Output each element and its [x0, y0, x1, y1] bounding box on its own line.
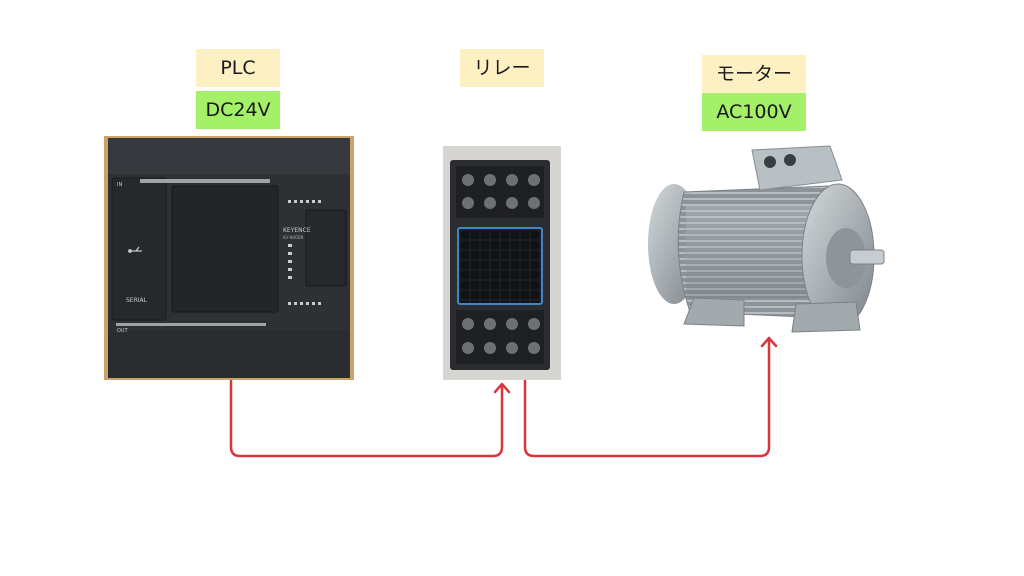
motor-device [648, 145, 885, 333]
motor-foot-left [683, 297, 745, 327]
plc-front-cover [171, 185, 279, 313]
motor-terminal-box [751, 145, 843, 191]
wire-relay-to-motor [523, 337, 771, 458]
plc-status-leds [288, 200, 321, 305]
plc-title-label: PLC [196, 49, 280, 87]
plc-serial-label: SERIAL [126, 297, 148, 304]
wire-plc-to-relay [229, 379, 504, 458]
plc-brand-label: KEYENCE [283, 227, 311, 234]
arrowhead-relay [493, 382, 511, 394]
plc-voltage-label: DC24V [196, 91, 280, 129]
relay-device [443, 146, 561, 380]
relay-title-label: リレー [460, 49, 544, 87]
arrowhead-motor [760, 336, 778, 348]
plc-out-label: OUT [117, 328, 129, 334]
usb-icon [128, 246, 142, 253]
motor-voltage-label: AC100V [702, 93, 806, 131]
plc-terminal-label-strip [140, 179, 270, 183]
motor-foot-right [791, 301, 861, 333]
plc-device: SERIAL KEYENCE KV-N40DR IN OUT [104, 136, 354, 380]
motor-title-label: モーター [702, 55, 806, 93]
motor-shaft [849, 249, 885, 265]
plc-model-label: KV-N40DR [283, 235, 304, 240]
relay-bottom-terminals [456, 310, 544, 364]
plc-in-label: IN [117, 182, 122, 188]
plc-side-cover [305, 209, 347, 287]
relay-top-terminals [456, 166, 544, 218]
relay-module [457, 227, 543, 305]
plc-usb-cover [111, 177, 167, 321]
